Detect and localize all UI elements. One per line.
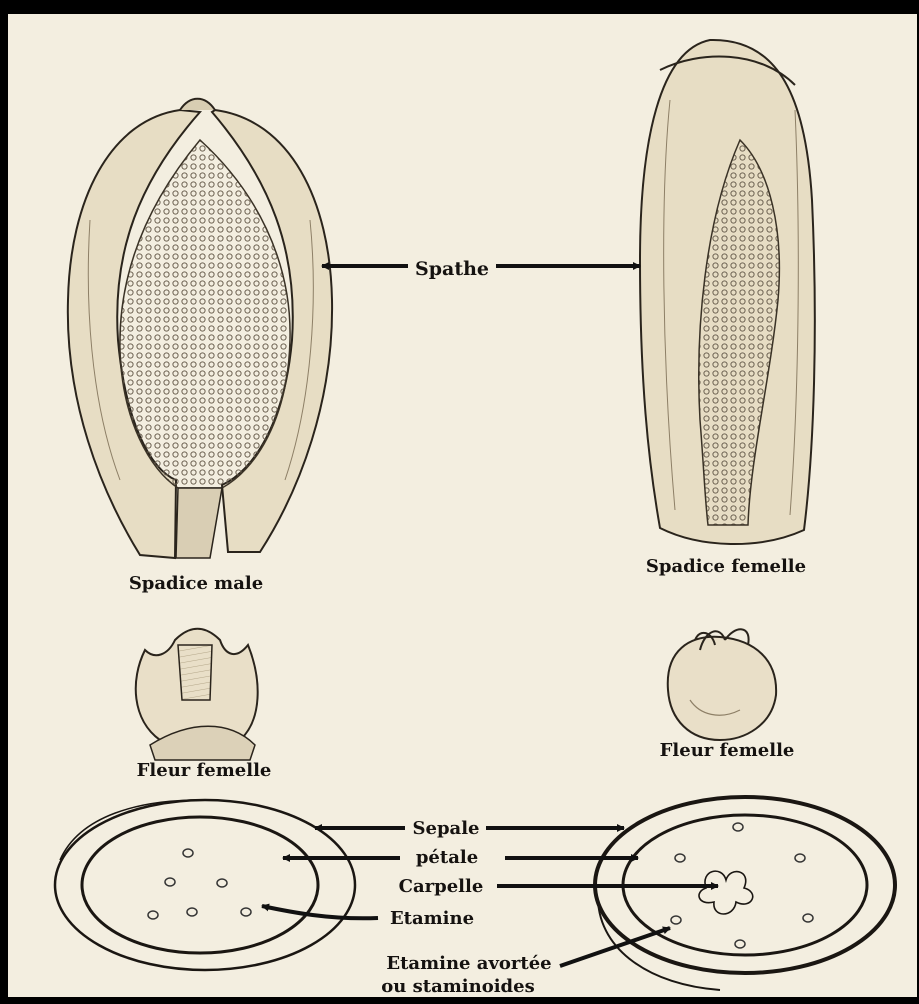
label-petale: pétale — [416, 847, 478, 868]
female-spadix-illustration — [640, 40, 815, 544]
label-spadice-male: Spadice male — [129, 573, 263, 594]
male-spadix-illustration — [68, 99, 332, 558]
label-etamine-avortee: Etamine avortée — [386, 953, 551, 974]
label-carpelle: Carpelle — [399, 876, 484, 897]
label-staminoides: ou staminoides — [381, 976, 534, 997]
label-spadice-femelle: Spadice femelle — [646, 556, 806, 577]
label-etamine: Etamine — [390, 908, 474, 929]
label-fleur-femelle-right: Fleur femelle — [660, 740, 795, 761]
label-fleur-femelle-left: Fleur femelle — [137, 760, 272, 781]
label-spathe: Spathe — [415, 258, 489, 280]
label-sepale: Sepale — [413, 818, 480, 839]
